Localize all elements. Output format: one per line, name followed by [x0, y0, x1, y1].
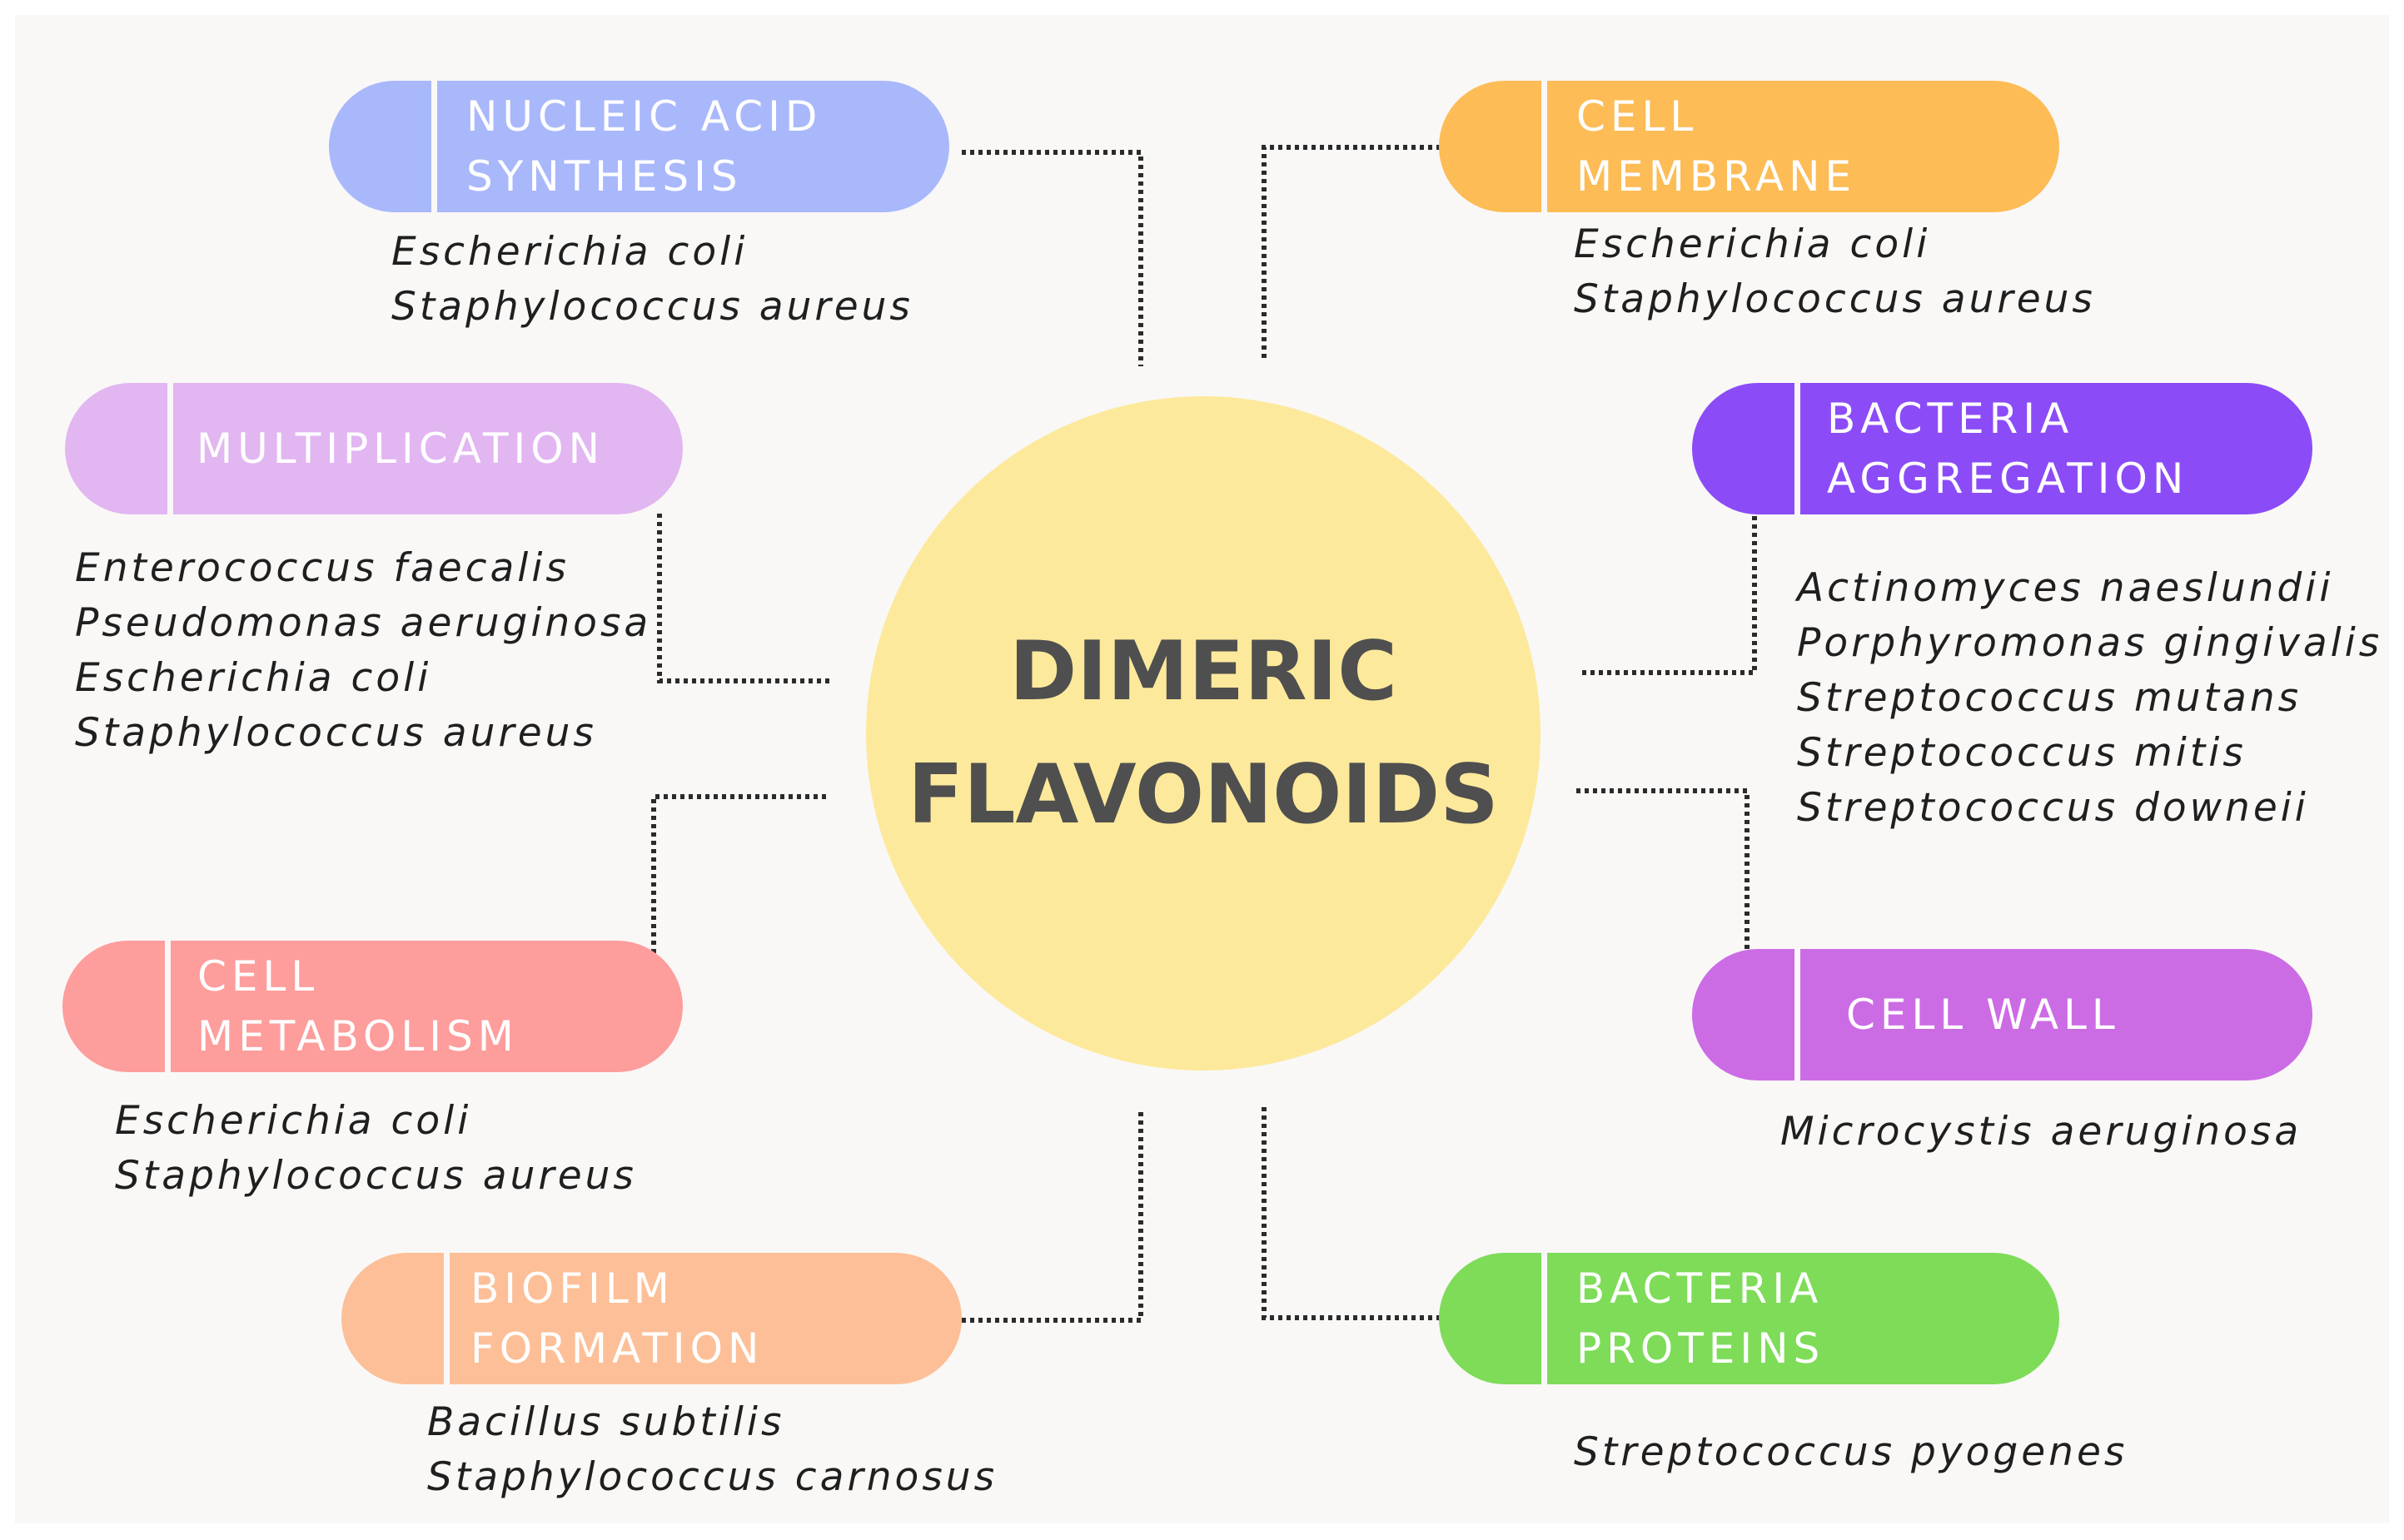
species-item: Pseudomonas aeruginosa: [75, 600, 652, 646]
pill-label-line: MEMBRANE: [1576, 152, 1857, 201]
pill-label-line: AGGREGATION: [1827, 455, 2189, 503]
pill-nucleic-acid-synthesis: NUCLEIC ACID SYNTHESIS: [329, 81, 949, 212]
connector-wall: [1576, 788, 1749, 949]
species-item: Streptococcus pyogenes: [1574, 1429, 2128, 1475]
pill-label-line: FORMATION: [470, 1324, 764, 1373]
species-list-metabolism: Escherichia coli Staphylococcus aureus: [115, 1094, 637, 1204]
species-item: Escherichia coli: [391, 229, 749, 275]
species-list-membrane: Escherichia coli Staphylococcus aureus: [1574, 217, 2096, 327]
pill-multiplication: MULTIPLICATION: [65, 383, 683, 514]
species-item: Porphyromonas gingivalis: [1797, 620, 2383, 666]
pill-cell-metabolism: CELL METABOLISM: [62, 941, 683, 1072]
pill-bacteria-proteins: BACTERIA PROTEINS: [1439, 1253, 2059, 1384]
pill-label-line: CELL: [197, 952, 320, 1001]
species-item: Enterococcus faecalis: [75, 545, 570, 591]
species-item: Staphylococcus aureus: [115, 1153, 637, 1199]
center-title-line1: DIMERIC: [1008, 624, 1398, 719]
pill-label-line: BACTERIA: [1827, 395, 2074, 443]
species-list-wall: Microcystis aeruginosa: [1780, 1105, 2302, 1160]
pill-label-line: METABOLISM: [197, 1012, 519, 1061]
species-item: Escherichia coli: [1574, 221, 1931, 267]
pill-label-line: SYNTHESIS: [466, 152, 743, 201]
pill-label-line: CELL: [1576, 92, 1699, 141]
connector-aggregation: [1582, 516, 1757, 675]
species-item: Staphylococcus aureus: [1574, 276, 2096, 322]
pill-label-line: BACTERIA: [1576, 1264, 1824, 1313]
species-item: Bacillus subtilis: [427, 1399, 785, 1445]
pill-label-line: PROTEINS: [1576, 1324, 1825, 1373]
connector-proteins: [1262, 1103, 1441, 1320]
species-list-multiplication: Enterococcus faecalis Pseudomonas aerugi…: [75, 541, 651, 761]
pill-label-line: MULTIPLICATION: [197, 425, 605, 473]
species-list-nucleic: Escherichia coli Staphylococcus aureus: [391, 225, 913, 335]
connector-multiplication: [657, 514, 831, 683]
species-list-biofilm: Bacillus subtilis Staphylococcus carnosu…: [427, 1395, 998, 1505]
species-item: Escherichia coli: [75, 655, 432, 701]
center-title-line2: FLAVONOIDS: [908, 748, 1499, 842]
connector-nucleic: [962, 150, 1143, 366]
pill-bacteria-aggregation: BACTERIA AGGREGATION: [1692, 383, 2312, 514]
species-item: Staphylococcus aureus: [391, 284, 913, 330]
connector-biofilm: [962, 1111, 1143, 1323]
species-item: Actinomyces naeslundii: [1797, 565, 2334, 611]
center-circle: DIMERIC FLAVONOIDS: [866, 396, 1540, 1071]
pill-label-line: BIOFILM: [470, 1264, 674, 1313]
species-item: Staphylococcus aureus: [75, 710, 597, 756]
pill-cell-membrane: CELL MEMBRANE: [1439, 81, 2059, 212]
species-item: Streptococcus downeii: [1797, 785, 2309, 831]
connector-membrane: [1262, 145, 1441, 358]
connector-metabolism: [651, 794, 826, 953]
pill-label-line: CELL WALL: [1846, 991, 2120, 1039]
pill-cell-wall: CELL WALL: [1692, 949, 2312, 1080]
pill-biofilm-formation: BIOFILM FORMATION: [341, 1253, 962, 1384]
species-item: Microcystis aeruginosa: [1780, 1109, 2302, 1155]
pill-label-line: NUCLEIC ACID: [466, 92, 823, 141]
species-item: Streptococcus mitis: [1797, 730, 2247, 776]
species-item: Escherichia coli: [115, 1098, 472, 1144]
species-list-aggregation: Actinomyces naeslundii Porphyromonas gin…: [1797, 561, 2382, 836]
species-item: Staphylococcus carnosus: [427, 1454, 998, 1500]
species-item: Streptococcus mutans: [1797, 675, 2302, 721]
species-list-proteins: Streptococcus pyogenes: [1574, 1425, 2128, 1480]
